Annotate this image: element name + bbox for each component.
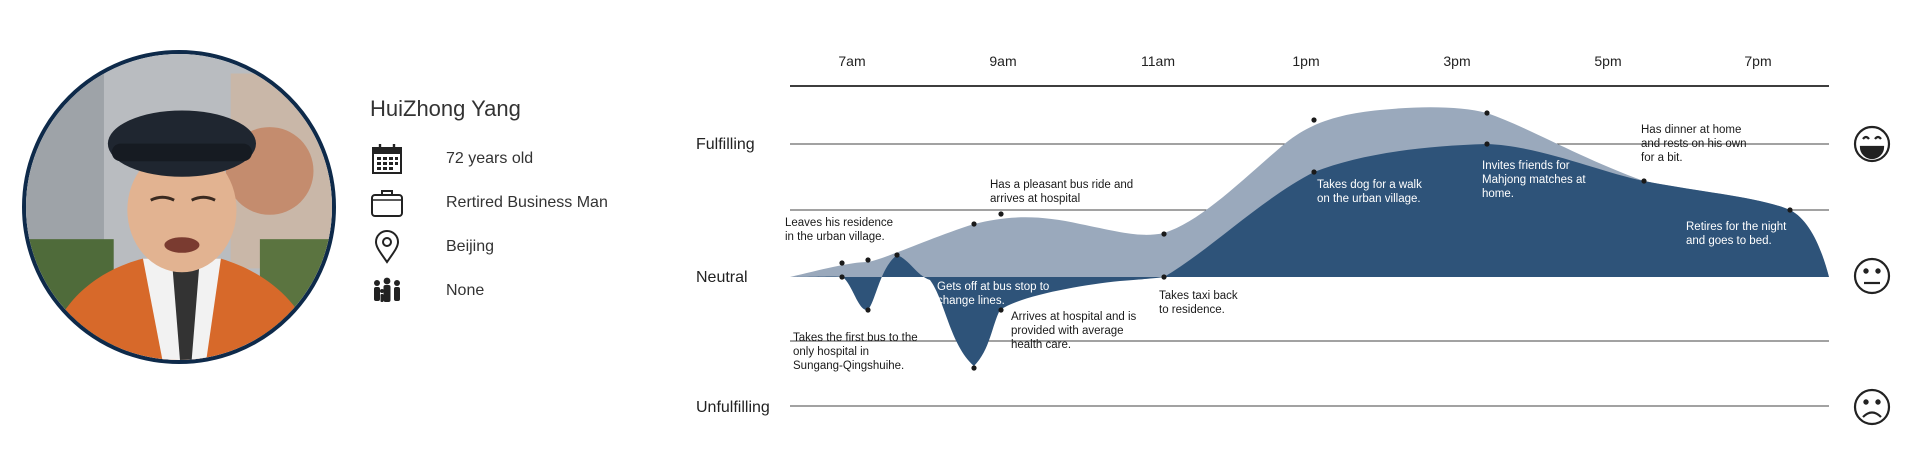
annotation-dinner: Has dinner at home and rests on his own … [1641, 124, 1750, 164]
annotation-line: Takes dog for a walk [1317, 179, 1422, 191]
sad-face-icon [1853, 388, 1891, 426]
time-label-1pm: 1pm [1292, 53, 1319, 69]
time-label-9am: 9am [989, 53, 1016, 69]
event-dot [1641, 178, 1647, 184]
annotation-line: Has dinner at home [1641, 124, 1741, 136]
annotation-dog-walk: Takes dog for a walk on the urban villag… [1317, 179, 1425, 205]
event-dot [1484, 141, 1490, 147]
map-pin-icon [374, 230, 400, 264]
annotation-line: health care. [1011, 339, 1071, 351]
annotation-line: Takes taxi back [1159, 290, 1238, 302]
annotation-line: in the urban village. [785, 231, 885, 243]
event-dot [1311, 169, 1317, 175]
persona-name: HuiZhong Yang [370, 96, 521, 121]
event-dot [971, 221, 977, 227]
event-dot [971, 365, 977, 371]
event-dot [998, 211, 1004, 217]
event-dot [1161, 274, 1167, 280]
annotation-bus-stop: Gets off at bus stop to change lines. [937, 281, 1053, 307]
persona-profile: HuiZhong Yang 72 years old Rertired Busi… [370, 96, 670, 318]
persona-family-row: None [370, 274, 670, 318]
annotation-line: and rests on his own [1641, 138, 1746, 150]
annotation-line: Leaves his residence [785, 217, 893, 229]
annotation-line: and goes to bed. [1686, 235, 1772, 247]
event-dot [1787, 207, 1793, 213]
level-label-neutral: Neutral [696, 269, 748, 286]
event-dot [998, 307, 1004, 313]
time-label-11am: 11am [1141, 53, 1175, 69]
annotation-pleasant-ride: Has a pleasant bus ride and arrives at h… [990, 179, 1136, 205]
annotation-line: Takes the first bus to the [793, 332, 918, 344]
persona-age: 72 years old [446, 150, 534, 167]
annotation-line: Mahjong matches at [1482, 174, 1586, 186]
time-label-5pm: 5pm [1594, 53, 1621, 69]
annotation-line: provided with average [1011, 325, 1124, 337]
annotation-line: Has a pleasant bus ride and [990, 179, 1133, 191]
happy-face-icon [1853, 125, 1891, 163]
time-axis-labels: 7am 9am 11am 1pm 3pm 5pm 7pm [838, 53, 1771, 69]
event-dot [894, 252, 900, 258]
event-dot [1311, 117, 1317, 123]
persona-location: Beijing [446, 238, 495, 255]
annotation-line: Arrives at hospital and is [1011, 311, 1137, 323]
event-dot [839, 274, 845, 280]
briefcase-icon [371, 190, 403, 217]
event-dot [1484, 110, 1490, 116]
experience-area-dark-positive [1164, 144, 1829, 277]
experience-area-dark-negative [790, 255, 1164, 366]
calendar-icon [372, 144, 402, 174]
annotation-line: on the urban village. [1317, 193, 1421, 205]
annotation-leave: Leaves his residence in the urban villag… [785, 217, 896, 243]
event-dot [839, 260, 845, 266]
annotation-taxi: Takes taxi back to residence. [1159, 290, 1241, 316]
annotation-retire: Retires for the night and goes to bed. [1686, 221, 1790, 247]
time-label-3pm: 3pm [1443, 53, 1470, 69]
annotation-line: for a bit. [1641, 152, 1683, 164]
persona-occupation: Rertired Business Man [446, 194, 608, 211]
annotation-line: Invites friends for [1482, 160, 1570, 172]
level-label-fulfilling: Fulfilling [696, 136, 755, 153]
annotation-line: Gets off at bus stop to [937, 281, 1049, 293]
event-dot [865, 257, 871, 263]
annotation-hospital: Arrives at hospital and is provided with… [1011, 311, 1140, 351]
persona-age-row: 72 years old [370, 142, 670, 186]
persona-family: None [446, 282, 485, 299]
persona-location-row: Beijing [370, 230, 670, 274]
persona-occupation-row: Rertired Business Man [370, 186, 670, 230]
annotation-mahjong: Invites friends for Mahjong matches at h… [1482, 160, 1589, 200]
annotation-line: to residence. [1159, 304, 1225, 316]
level-label-unfulfilling: Unfulfilling [696, 399, 770, 416]
event-markers [839, 110, 1793, 371]
annotation-line: Sungang-Qingshuihe. [793, 360, 904, 372]
annotation-line: Retires for the night [1686, 221, 1787, 233]
annotation-line: change lines. [937, 295, 1005, 307]
event-dot [865, 307, 871, 313]
annotation-line: arrives at hospital [990, 193, 1080, 205]
annotation-first-bus: Takes the first bus to the only hospital… [793, 332, 921, 372]
time-label-7am: 7am [838, 53, 865, 69]
event-dot [1161, 231, 1167, 237]
time-label-7pm: 7pm [1744, 53, 1771, 69]
neutral-face-icon [1853, 257, 1891, 295]
family-icon [374, 277, 400, 302]
annotation-line: only hospital in [793, 346, 869, 358]
annotation-line: home. [1482, 188, 1514, 200]
